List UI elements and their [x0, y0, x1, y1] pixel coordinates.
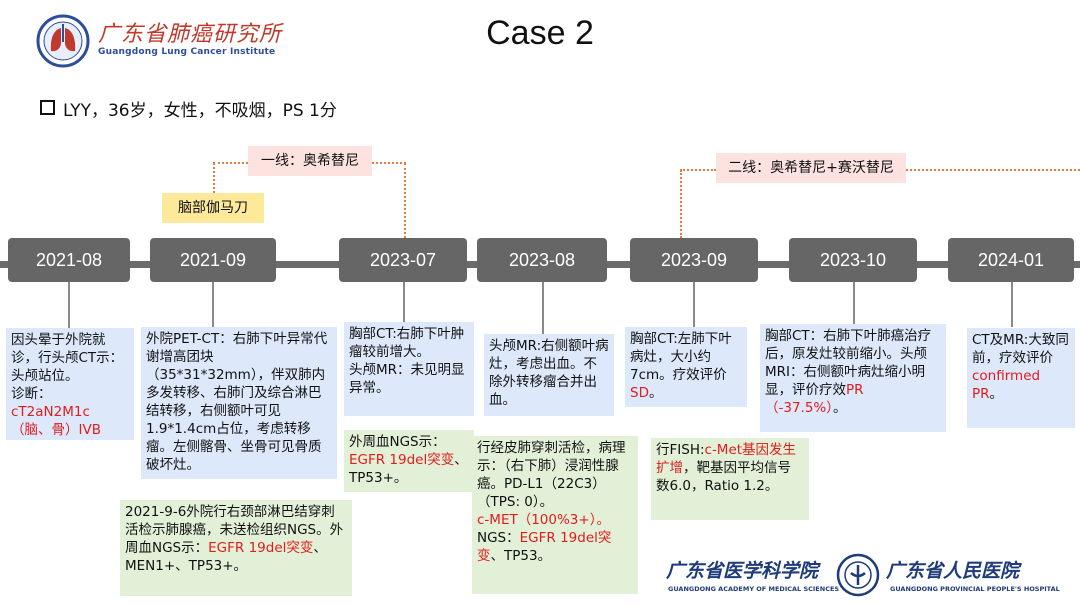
- card-text: 胸部CT：右肺下叶肺癌治疗后，原发灶较前缩小。: [765, 328, 932, 362]
- card-text: 头颅MR:右侧额叶病灶，考虑出血。不除外转移瘤合并出血。: [489, 338, 609, 408]
- card-text: 2021-9-6外院行右颈部淋巴结穿刺活检示肺腺癌，未送检组织NGS。: [125, 504, 335, 538]
- date-marker-2024-01: 2024-01: [948, 238, 1074, 282]
- card-text: 。: [989, 386, 1004, 402]
- card-text: 。: [833, 400, 847, 416]
- highlight-text: c-MET（100%3+）。: [477, 512, 610, 528]
- event-card-2023-09: 胸部CT:左肺下叶病灶，大小约7cm。疗效评价 SD。: [625, 327, 747, 407]
- card-text: NGS：: [477, 530, 520, 546]
- date-marker-2021-08: 2021-08: [8, 238, 130, 282]
- card-text: 、TP53。: [490, 548, 552, 564]
- highlight-text: SD: [630, 385, 649, 401]
- card-text: 胸部CT:左肺下叶病灶，大小约7cm。疗效评价: [630, 331, 732, 383]
- card-text: 、TP53+。: [349, 452, 468, 486]
- academy-name-cn: 广东省医学科学院: [666, 560, 819, 582]
- event-card-2023-08: 头颅MR:右侧额叶病灶，考虑出血。不除外转移瘤合并出血。: [484, 334, 614, 416]
- card-text: 。: [648, 385, 663, 401]
- highlight-text: confirmed PR: [972, 368, 1041, 402]
- event-card-2024-01: CT及MR:大致同前，疗效评价confirmed PR。: [967, 328, 1075, 428]
- card-text: ，靶基因平均信号数6.0，Ratio 1.2。: [656, 460, 791, 494]
- event-card-2023-08-pathology: 行经皮肺穿刺活检，病理示：（右下肺）浸润性腺癌。PD-L1（22C3）（TPS:…: [472, 436, 638, 594]
- page-title: Case 2: [486, 14, 594, 52]
- line2-bracket-top-right: [906, 169, 1080, 171]
- line1-bracket-top-left: [213, 162, 248, 164]
- date-marker-2023-07: 2023-07: [339, 238, 467, 282]
- event-card-2023-10: 胸部CT：右肺下叶肺癌治疗后，原发灶较前缩小。头颅MRI：右侧额叶病灶缩小明显，…: [760, 324, 946, 432]
- hospital-name-en: GUANGDONG PROVINCIAL PEOPLE'S HOSPITAL: [890, 585, 1060, 593]
- card-text: 外院PET-CT：右肺下叶异常代谢增高团块（35*31*32mm），伴双肺内多发…: [146, 331, 328, 473]
- connector-2024-01: [1011, 282, 1013, 327]
- line1-bracket-left: [213, 163, 215, 193]
- card-text: CT及MR:大致同前，疗效评价: [972, 332, 1069, 366]
- gamma-knife-tag: 脑部伽马刀: [162, 193, 264, 223]
- patient-info-text: LYY，36岁，女性，不吸烟，PS 1分: [63, 101, 337, 121]
- event-card-2023-07: 胸部CT:右肺下叶肿瘤较前增大。头颅MR：未见明显异常。: [344, 322, 474, 416]
- connector-2021-09: [212, 282, 214, 327]
- line1-bracket-top-right: [372, 162, 406, 164]
- hospital-emblem-icon: [836, 553, 880, 597]
- highlight-text: c-Met基因发生扩增: [656, 442, 797, 476]
- event-card-2023-09-fish: 行FISH:c-Met基因发生扩增，靶基因平均信号数6.0，Ratio 1.2。: [651, 438, 809, 520]
- highlight-text: EGFR 19del突变: [349, 452, 455, 468]
- event-card-2021-08: 因头晕于外院就诊，行头颅CT示：头颅站位。诊断： cT2aN2M1c（脑、骨）IV…: [6, 328, 134, 440]
- card-text: 、MEN1+、TP53+。: [125, 540, 327, 574]
- institute-name-cn: 广东省肺癌研究所: [98, 22, 283, 47]
- institute-logo: 广东省肺癌研究所 Guangdong Lung Cancer Institute: [36, 14, 286, 68]
- card-text: 头颅MRI：右侧额叶病灶缩小明显，评价疗效: [765, 346, 927, 398]
- date-marker-2023-08: 2023-08: [477, 238, 607, 282]
- institute-name-en: Guangdong Lung Cancer Institute: [98, 47, 276, 57]
- line1-bracket-right: [404, 163, 406, 238]
- event-card-2021-09: 外院PET-CT：右肺下叶异常代谢增高团块（35*31*32mm），伴双肺内多发…: [141, 327, 337, 479]
- event-card-2021-09-ngs: 2021-9-6外院行右颈部淋巴结穿刺活检示肺腺癌，未送检组织NGS。外周血NG…: [120, 500, 352, 596]
- card-text: 外周血NGS示：: [349, 434, 446, 450]
- connector-2023-07: [403, 282, 405, 322]
- patient-info: LYY，36岁，女性，不吸烟，PS 1分: [40, 96, 337, 121]
- date-marker-2023-09: 2023-09: [630, 238, 758, 282]
- connector-2023-09: [693, 282, 695, 327]
- line2-bracket-top-left: [680, 169, 716, 171]
- highlight-text: EGFR 19del突变: [208, 540, 314, 556]
- event-card-2023-07-ngs: 外周血NGS示： EGFR 19del突变、TP53+。: [344, 430, 474, 492]
- line1-tag: 一线：奥希替尼: [248, 146, 372, 176]
- connector-2023-10: [853, 282, 855, 324]
- connector-2023-08: [542, 282, 544, 334]
- checkbox-bullet-icon: [40, 100, 55, 115]
- line2-bracket-left: [680, 170, 682, 238]
- connector-2021-08: [68, 282, 70, 328]
- highlight-text: EGFR 19del突变: [477, 530, 612, 564]
- card-text: 行FISH:: [656, 442, 705, 458]
- highlight-text: PR（-37.5%）: [765, 382, 864, 416]
- card-text: 外周血NGS示：: [125, 522, 344, 556]
- card-text: 诊断：: [11, 386, 52, 402]
- date-marker-2021-09: 2021-09: [150, 238, 276, 282]
- card-text: 因头晕于外院就诊，行头颅CT示：头颅站位。: [11, 332, 124, 384]
- lung-logo-icon: [36, 14, 90, 68]
- date-marker-2023-10: 2023-10: [789, 238, 917, 282]
- card-text: 头颅MR：未见明显异常。: [349, 362, 465, 396]
- hospital-name-cn: 广东省人民医院: [886, 560, 1020, 582]
- line2-tag: 二线：奥希替尼+赛沃替尼: [716, 153, 906, 183]
- card-text: 胸部CT:右肺下叶肿瘤较前增大。: [349, 326, 465, 360]
- academy-name-en: GUANGDONG ACADEMY OF MEDICAL SCIENCES: [668, 585, 840, 593]
- highlight-text: cT2aN2M1c（脑、骨）IVB: [11, 404, 101, 438]
- card-text: 行经皮肺穿刺活检，病理示：（右下肺）浸润性腺癌。PD-L1（22C3）（TPS:…: [477, 440, 626, 510]
